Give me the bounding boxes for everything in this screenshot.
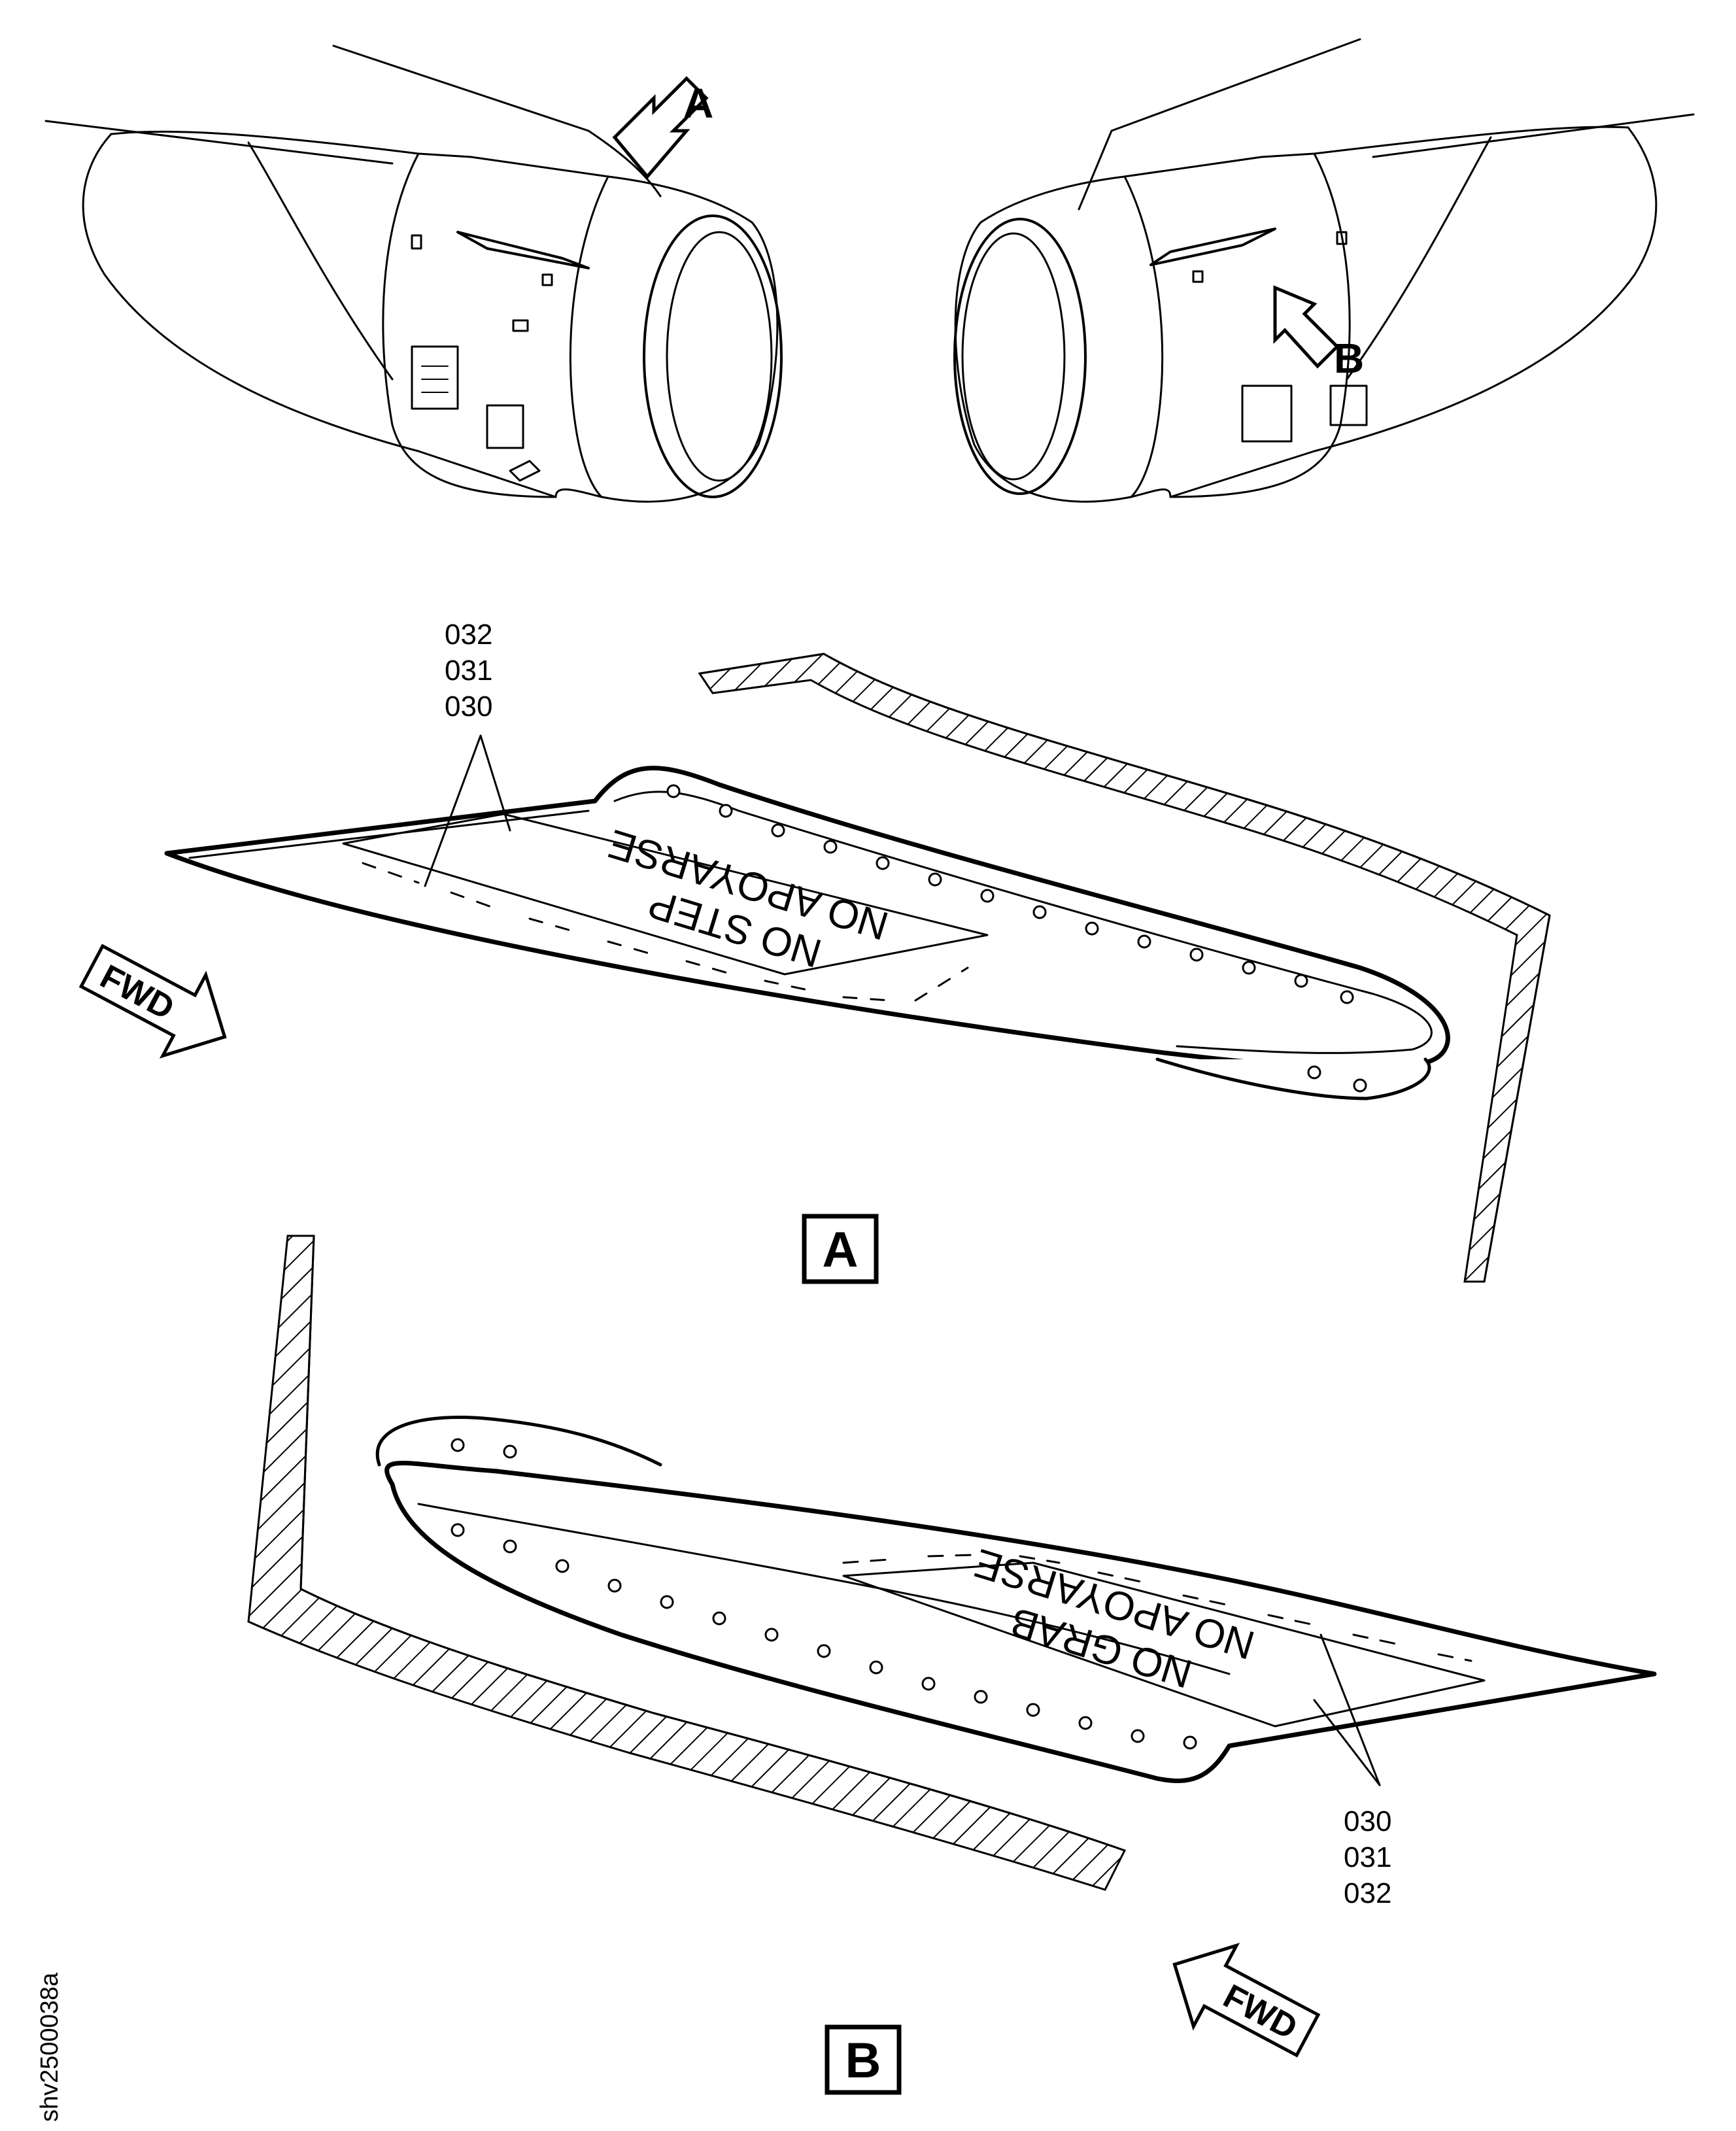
view-b-callouts: 030 031 032 — [1313, 1633, 1391, 1909]
view-b-hatched-wall — [247, 1235, 1127, 1891]
view-a-arrow-icon — [612, 76, 709, 179]
view-b-strake — [375, 1416, 1657, 1783]
figure-id: shv2500038a — [36, 1972, 63, 2122]
view-b-label-box: B — [825, 2024, 902, 2095]
view-a-fasteners — [666, 784, 1367, 1093]
view-b-callout-3: 032 — [1344, 1877, 1391, 1909]
view-a-callout-2: 031 — [445, 655, 492, 687]
view-a-label-box: A — [802, 1214, 879, 1284]
view-a-fwd-arrow-icon: FWD — [78, 944, 227, 1059]
view-a-callout-1: 032 — [445, 619, 492, 651]
view-b-fwd-arrow-icon: FWD — [1172, 1943, 1321, 2058]
view-b-callout-1: 030 — [1344, 1805, 1391, 1837]
view-a-label: A — [823, 1222, 859, 1278]
right-engine-nacelle — [953, 38, 1695, 503]
left-engine-nacelle — [44, 44, 783, 503]
view-a-engine-label: A — [683, 80, 713, 127]
view-b-arrow-icon — [1273, 285, 1340, 369]
view-a-callout-3: 030 — [445, 690, 492, 723]
view-b-fasteners — [451, 1438, 1197, 1750]
view-a-hatched-wall — [698, 653, 1551, 1283]
view-b-label: B — [845, 2033, 881, 2088]
view-b-callout-2: 031 — [1344, 1841, 1391, 1873]
view-b-engine-label: B — [1334, 335, 1364, 382]
view-a-callouts: 032 031 030 — [424, 619, 511, 887]
